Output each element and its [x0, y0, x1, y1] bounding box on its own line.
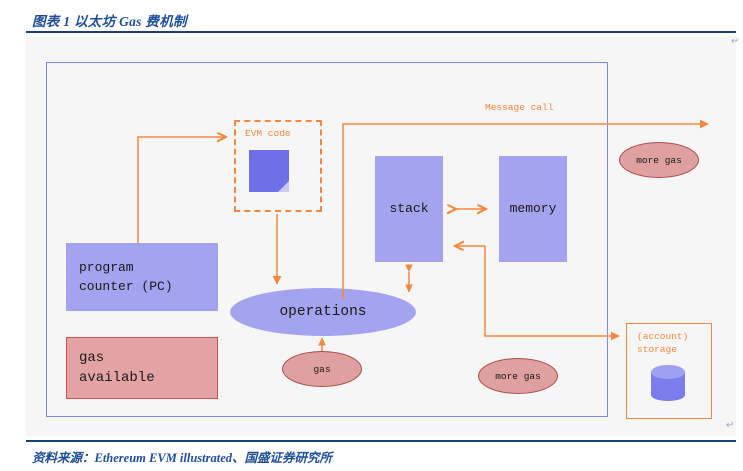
source-note: 资料来源：Ethereum EVM illustrated、国盛证券研究所 — [32, 451, 333, 465]
message-call-label: Message call — [485, 102, 554, 113]
evm-code-document-icon — [249, 150, 289, 192]
storage-cylinder-icon — [651, 365, 685, 401]
gas-available-box[interactable]: gas available — [66, 337, 218, 399]
page-title: 图表 1 以太坊 Gas 费机制 — [32, 14, 187, 29]
source-divider — [26, 440, 736, 442]
account-storage-label: (account) storage — [637, 331, 689, 355]
evm-code-group — [234, 120, 322, 212]
operations-ellipse[interactable]: operations — [230, 288, 416, 336]
paragraph-mark-right: ↵ — [731, 36, 740, 47]
stack-box[interactable]: stack — [375, 156, 443, 262]
more-gas-top-ellipse[interactable]: more gas — [619, 142, 699, 178]
paragraph-mark-bottom: ↵ — [726, 420, 735, 431]
memory-box[interactable]: memory — [499, 156, 567, 262]
more-gas-bottom-ellipse[interactable]: more gas — [478, 358, 558, 394]
program-counter-box[interactable]: program counter (PC) — [66, 243, 218, 311]
title-divider — [26, 31, 736, 33]
evm-code-label: EVM code — [245, 128, 291, 139]
gas-ellipse[interactable]: gas — [282, 351, 362, 387]
document-fold-corner — [278, 181, 289, 192]
cylinder-top — [651, 365, 685, 379]
